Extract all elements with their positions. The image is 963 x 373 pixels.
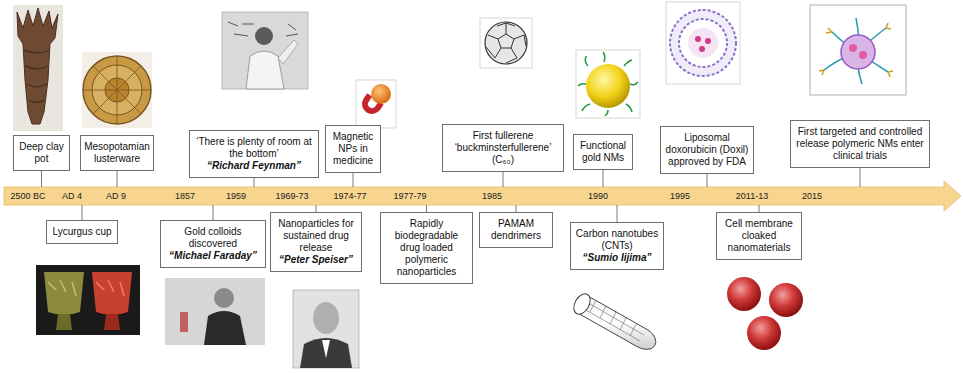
event-box: PAMAM dendrimers bbox=[479, 212, 553, 248]
event-box: Nanoparticles for sustained drug release… bbox=[270, 212, 362, 272]
clay-pot-image bbox=[13, 5, 63, 131]
stem-line bbox=[759, 205, 760, 212]
event-box: Liposomal doxorubicin (Doxil) approved b… bbox=[660, 126, 754, 174]
year-label: AD 9 bbox=[106, 191, 126, 201]
event-box: Magnetic NPs in medicine bbox=[325, 125, 381, 173]
polymeric-nanoparticle-image bbox=[810, 5, 906, 95]
lycurgus-cup-photo bbox=[36, 265, 140, 335]
year-label: 2500 BC bbox=[10, 191, 45, 201]
stem-line bbox=[353, 173, 354, 187]
year-label: 1985 bbox=[482, 191, 502, 201]
person-name: “Peter Speiser” bbox=[274, 254, 358, 266]
year-label: 2015 bbox=[802, 191, 822, 201]
stem-line bbox=[213, 205, 214, 220]
stem-line bbox=[426, 205, 427, 212]
stem-line bbox=[617, 205, 618, 222]
stem-line bbox=[516, 205, 517, 212]
stem-line bbox=[41, 171, 42, 187]
event-text: Mesopotamian lusterware bbox=[84, 141, 150, 165]
stem-line bbox=[860, 168, 861, 187]
gold-nanoparticle-image bbox=[576, 50, 640, 118]
year-label: 1990 bbox=[588, 191, 608, 201]
event-text: Nanoparticles for sustained drug release bbox=[274, 218, 358, 254]
stem-line bbox=[254, 178, 255, 187]
person-name: “Richard Feynman” bbox=[193, 160, 315, 172]
cell-membrane-nanoparticles-image bbox=[727, 277, 803, 350]
stem-line bbox=[603, 170, 604, 187]
year-label: 1977-79 bbox=[393, 191, 426, 201]
event-text: Magnetic NPs in medicine bbox=[329, 131, 377, 167]
stem-line bbox=[117, 171, 118, 187]
event-text: Lycurgus cup bbox=[50, 226, 114, 238]
event-box: Functional gold NMs bbox=[573, 134, 633, 170]
year-label: 1857 bbox=[175, 191, 195, 201]
faraday-photo bbox=[165, 278, 265, 345]
event-text: Gold colloids discovered bbox=[164, 226, 262, 250]
event-text: Rapidly biodegradable drug loaded polyme… bbox=[384, 218, 469, 278]
lusterware-bowl-image bbox=[82, 52, 152, 128]
event-box: Mesopotamian lusterware bbox=[80, 135, 154, 171]
year-label: 2011-13 bbox=[736, 191, 768, 201]
event-text: Functional gold NMs bbox=[577, 140, 629, 164]
speiser-photo bbox=[293, 290, 359, 368]
event-text: PAMAM dendrimers bbox=[483, 218, 549, 242]
event-text: Cell membrane cloaked nanomaterials bbox=[720, 218, 798, 254]
event-box: First targeted and controlled release po… bbox=[790, 120, 930, 168]
event-text: Liposomal doxorubicin (Doxil) approved b… bbox=[664, 132, 750, 168]
year-label: 1969-73 bbox=[275, 191, 308, 201]
event-box: Lycurgus cup bbox=[46, 220, 118, 244]
event-box: Gold colloids discovered“Michael Faraday… bbox=[160, 220, 266, 268]
year-label: 1959 bbox=[226, 191, 246, 201]
stem-line bbox=[503, 172, 504, 187]
stem-line bbox=[707, 174, 708, 187]
timeline-arrow bbox=[4, 181, 961, 211]
event-box: ‘There is plenty of room at the bottom’“… bbox=[189, 130, 319, 178]
event-box: Deep clay pot bbox=[13, 135, 70, 171]
event-text: ‘There is plenty of room at the bottom’ bbox=[193, 136, 315, 160]
person-name: “Michael Faraday” bbox=[164, 250, 262, 262]
liposome-image bbox=[666, 2, 740, 84]
event-box: Cell membrane cloaked nanomaterials bbox=[716, 212, 802, 260]
year-label: 1974-77 bbox=[333, 191, 366, 201]
stem-line bbox=[82, 205, 83, 220]
event-text: First targeted and controlled release po… bbox=[794, 126, 926, 162]
event-text: Deep clay pot bbox=[17, 141, 66, 165]
event-box: Rapidly biodegradable drug loaded polyme… bbox=[380, 212, 473, 284]
person-name: “Sumio Iijima” bbox=[574, 252, 660, 264]
fullerene-image bbox=[480, 18, 532, 68]
stem-line bbox=[316, 205, 317, 212]
event-text: Carbon nanotubes (CNTs) bbox=[574, 228, 660, 252]
year-label: AD 4 bbox=[62, 191, 82, 201]
event-text: First fullerene ‘buckminsterfullerene’ (… bbox=[446, 130, 560, 166]
feynman-photo bbox=[222, 12, 308, 89]
event-box: Carbon nanotubes (CNTs)“Sumio Iijima” bbox=[570, 222, 664, 270]
carbon-nanotube-image bbox=[570, 291, 655, 349]
magnet-icon bbox=[356, 80, 396, 128]
event-box: First fullerene ‘buckminsterfullerene’ (… bbox=[442, 124, 564, 172]
year-label: 1995 bbox=[670, 191, 690, 201]
